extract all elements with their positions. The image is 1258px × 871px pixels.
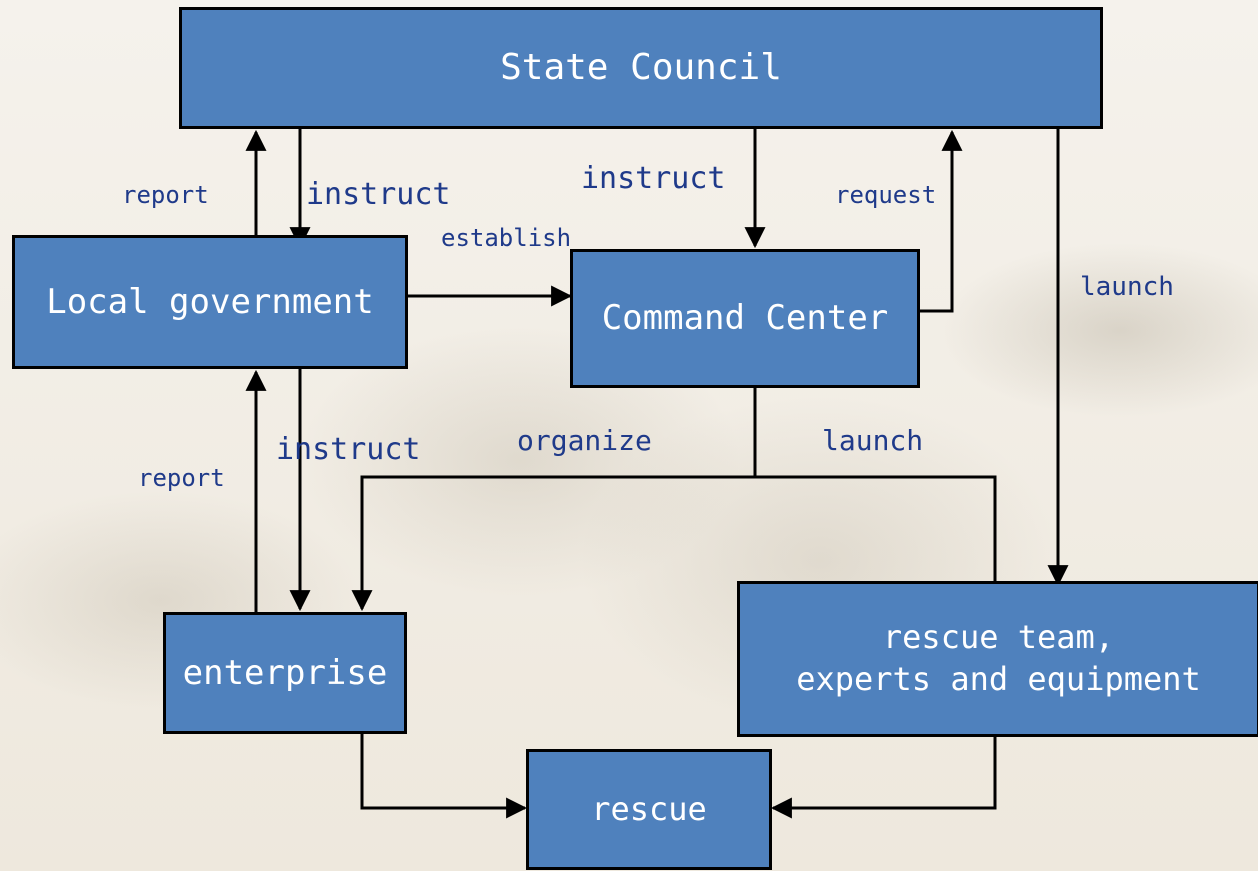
label-organize: organize	[517, 424, 652, 457]
rescue-team-box: rescue team, experts and equipment	[737, 581, 1258, 737]
label-establish: establish	[441, 224, 572, 252]
state-council-box: State Council	[179, 7, 1103, 129]
label-launch-center: launch	[822, 424, 924, 457]
enterprise-box: enterprise	[163, 612, 407, 734]
label-instruct-center: instruct	[581, 161, 726, 196]
command-center-box: Command Center	[570, 249, 920, 388]
label-launch-right: launch	[1080, 272, 1174, 302]
label-report-bottom: report	[138, 464, 225, 492]
edge-enterprise-to-rescue	[360, 733, 528, 819]
rescue-box: rescue	[526, 749, 772, 870]
local-government-box: Local government	[12, 235, 408, 369]
label-instruct-local: instruct	[306, 177, 451, 212]
label-request: request	[835, 181, 937, 209]
label-instruct-enterprise: instruct	[276, 432, 421, 467]
edge-team-to-rescue	[770, 736, 997, 819]
label-report-top: report	[122, 181, 209, 209]
edge-organize-center-to-enterprise	[351, 475, 755, 612]
edge-launch-center-to-team	[755, 475, 1006, 604]
